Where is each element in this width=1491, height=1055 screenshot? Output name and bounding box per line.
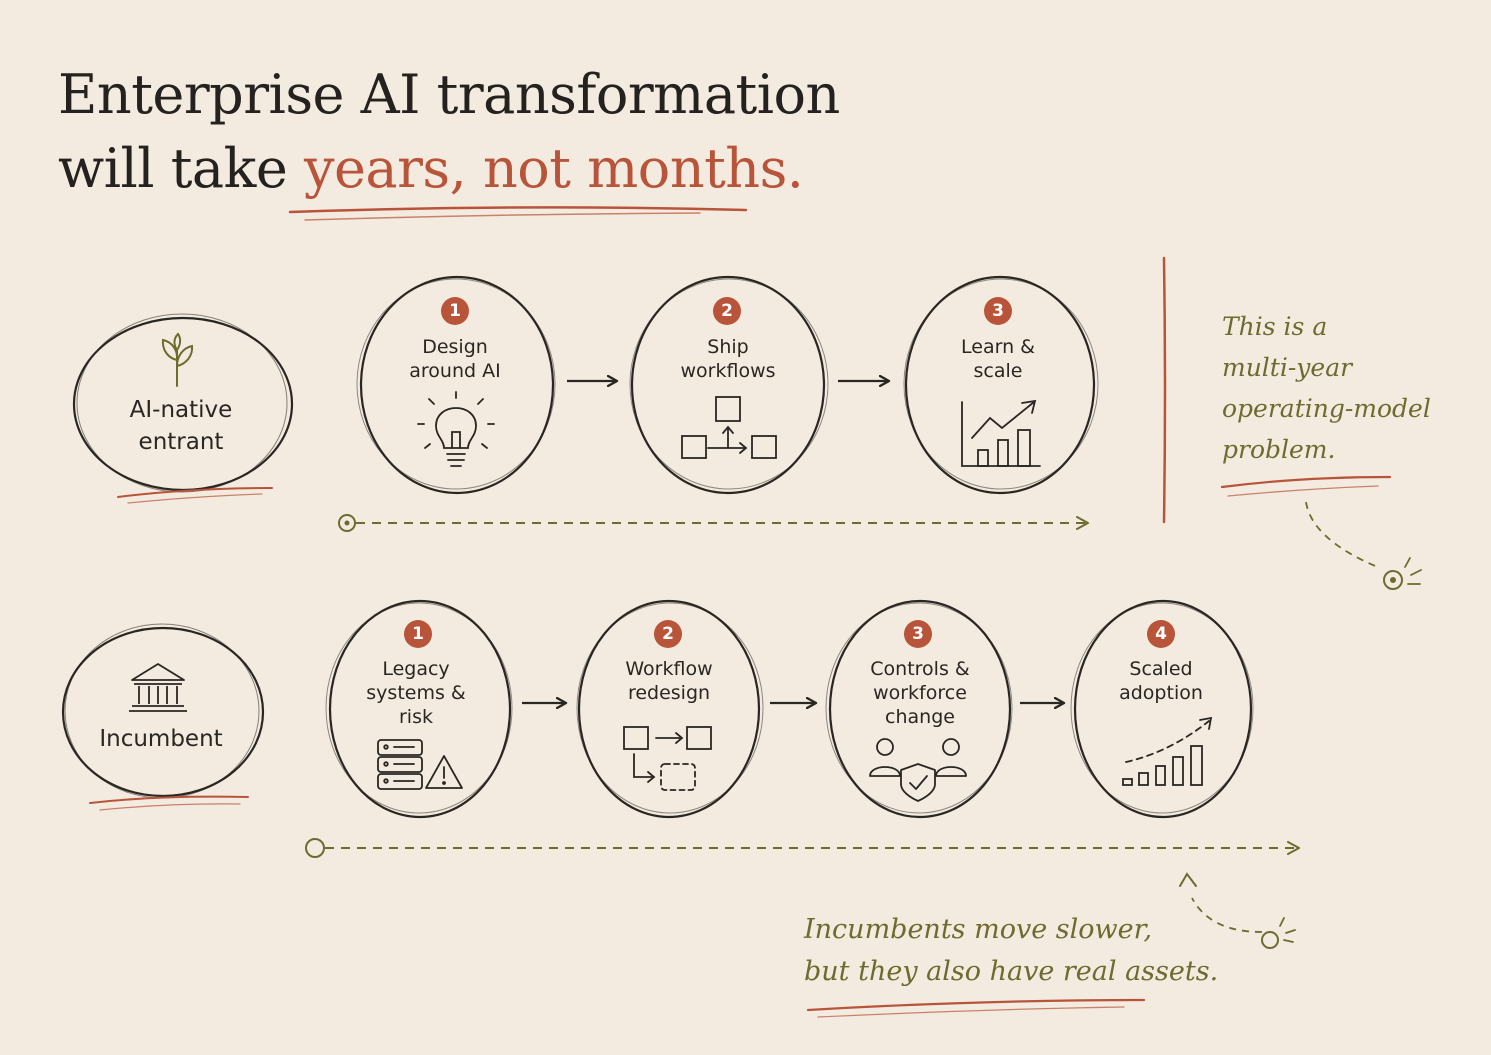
- vertical-divider: [1162, 256, 1167, 524]
- growth-chart-icon: [961, 399, 1041, 467]
- ai-timeline-start-marker: [338, 514, 356, 532]
- ai-step-3-circle: [903, 275, 1099, 495]
- inc-step-4-circle: [1070, 599, 1254, 819]
- inc-step-3-circle: [825, 599, 1013, 819]
- sprout-icon: [161, 332, 194, 387]
- ai-step-2-circle: [629, 275, 829, 495]
- note-bottom-target-marker: [1261, 931, 1279, 949]
- title-line-2-prefix: will take: [58, 137, 304, 200]
- inc-timeline-start-marker: [305, 838, 325, 858]
- title-underline-2: [304, 212, 701, 221]
- ai-step-3-label: Learn &scale: [961, 336, 1035, 382]
- people-shield-icon: [869, 738, 967, 802]
- inc-step-4-badge: 4: [1147, 620, 1175, 648]
- title-line-1: Enterprise AI transformation: [58, 63, 840, 126]
- lightbulb-icon: [417, 391, 495, 467]
- workflow-boxes-icon: [681, 396, 777, 459]
- bank-building-icon: [129, 663, 187, 712]
- inc-step-3-badge: 3: [904, 620, 932, 648]
- ai-step-1-badge: 1: [441, 297, 469, 325]
- title-line-2-accent: years, not months.: [303, 137, 804, 200]
- note-bottom-underline: [806, 998, 1146, 1012]
- server-warning-icon: [377, 739, 463, 790]
- note-top-underline: [1220, 475, 1392, 489]
- workflow-redesign-icon: [623, 726, 712, 791]
- inc-step-1-circle: [325, 599, 513, 819]
- ai-step-2-badge: 2: [713, 297, 741, 325]
- ai-native-node: [72, 313, 294, 504]
- incumbent-label: Incumbent: [99, 726, 223, 752]
- rising-bars-icon: [1122, 716, 1213, 786]
- note-bottom-pointer: [1191, 897, 1263, 933]
- note-bottom: Incumbents move slower,but they also hav…: [804, 914, 1219, 987]
- incumbent-node: [61, 623, 265, 811]
- ai-step-1-circle: [356, 275, 556, 495]
- ai-step-3-badge: 3: [984, 297, 1012, 325]
- page-title: Enterprise AI transformation will take y…: [58, 58, 840, 206]
- note-top-target-marker: [1383, 570, 1403, 590]
- title-underline: [288, 206, 748, 214]
- inc-step-2-badge: 2: [654, 620, 682, 648]
- inc-step-2-circle: [576, 599, 764, 819]
- note-top-pointer: [1305, 501, 1381, 569]
- inc-step-1-badge: 1: [404, 620, 432, 648]
